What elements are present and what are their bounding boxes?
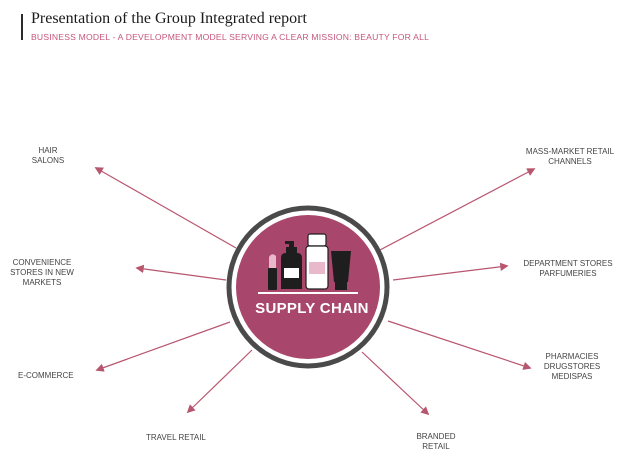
arrow-hair-salons [94,167,237,249]
lipstick-icon [268,254,277,290]
pump-bottle-icon [281,241,302,289]
arrow-convenience-stores [135,264,227,281]
arrow-pharmacies [387,320,532,370]
channel-travel-retail: TRAVEL RETAIL [146,433,206,442]
arrow-branded-retail [361,351,430,416]
page-subtitle: BUSINESS MODEL - A DEVELOPMENT MODEL SER… [31,32,430,42]
supply-chain-label: SUPPLY CHAIN [255,300,369,317]
channel-branded-retail: BRANDED RETAIL [416,432,456,451]
arrow-department-stores [392,262,509,281]
arrow-ecommerce [95,321,231,372]
cream-jar-icon [305,233,329,290]
channel-mass-market: MASS-MARKET RETAIL CHANNELS [525,147,615,166]
arrow-travel-retail [186,349,253,414]
channel-ecommerce: E-COMMERCE [18,371,74,380]
channel-department-stores: DEPARTMENT STORES PARFUMERIES [523,259,613,278]
page-title: Presentation of the Group Integrated rep… [31,10,307,27]
channel-hair-salons: HAIR SALONS [31,146,65,165]
header-accent-bar [21,14,23,40]
channel-pharmacies: PHARMACIES DRUGSTORES MEDISPAS [543,352,601,381]
arrow-mass-market [379,168,536,251]
channel-convenience-stores: CONVENIENCE STORES IN NEW MARKETS [10,258,74,287]
tube-icon [331,251,351,290]
